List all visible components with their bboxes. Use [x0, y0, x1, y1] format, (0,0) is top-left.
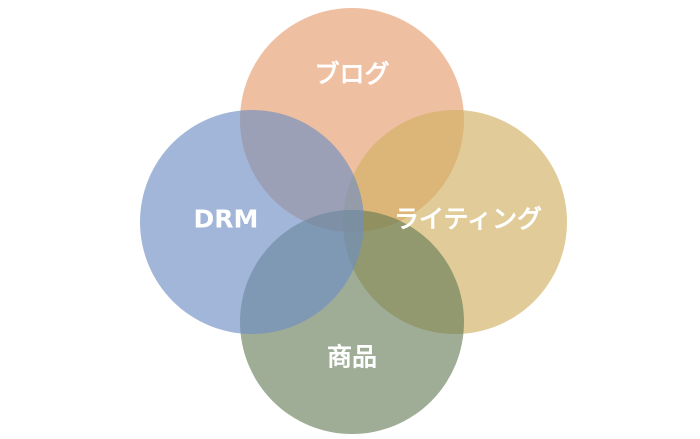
- circle-drm: [140, 110, 364, 334]
- label-blog: ブログ: [314, 60, 389, 89]
- label-drm: DRM: [194, 205, 259, 234]
- label-product: 商品: [327, 343, 377, 372]
- label-writing: ライティング: [394, 205, 542, 234]
